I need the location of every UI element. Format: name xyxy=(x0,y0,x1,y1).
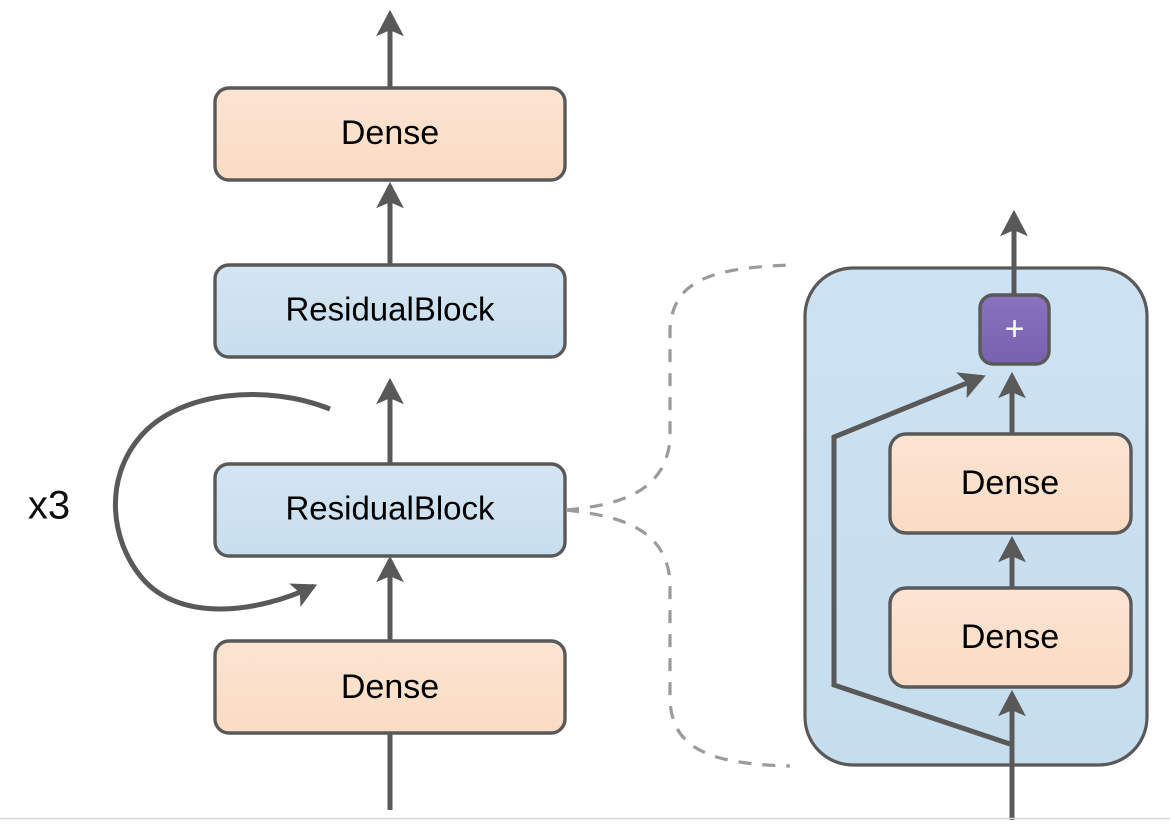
node-residual-lower[interactable]: ResidualBlock xyxy=(213,462,567,558)
add-operator-label: + xyxy=(1005,310,1025,348)
node-residual-upper[interactable]: ResidualBlock xyxy=(213,263,567,359)
identity-skip-path xyxy=(831,372,1011,747)
dense-top-label: Dense xyxy=(341,114,439,152)
dashed-connector-upper xyxy=(565,263,791,512)
residual-upper-label: ResidualBlock xyxy=(285,291,495,328)
dense-bottom-label: Dense xyxy=(341,668,439,706)
edge-repeat-loop xyxy=(112,392,331,612)
residual-lower-label: ResidualBlock xyxy=(285,490,495,527)
edge-identity-skip-connection xyxy=(831,372,1011,747)
detail-dense-upper-label: Dense xyxy=(961,464,1059,502)
node-detail-dense-upper[interactable]: Dense xyxy=(888,432,1133,535)
node-dense-top[interactable]: Dense xyxy=(213,86,567,182)
node-detail-dense-lower[interactable]: Dense xyxy=(888,586,1133,689)
node-add-operator[interactable]: + xyxy=(978,293,1051,366)
dashed-connector-lower xyxy=(565,508,791,768)
repeat-count-label: x3 xyxy=(28,484,70,528)
detail-expansion-connectors xyxy=(565,263,791,768)
detail-dense-lower-label: Dense xyxy=(961,618,1059,656)
node-dense-bottom[interactable]: Dense xyxy=(213,639,567,735)
